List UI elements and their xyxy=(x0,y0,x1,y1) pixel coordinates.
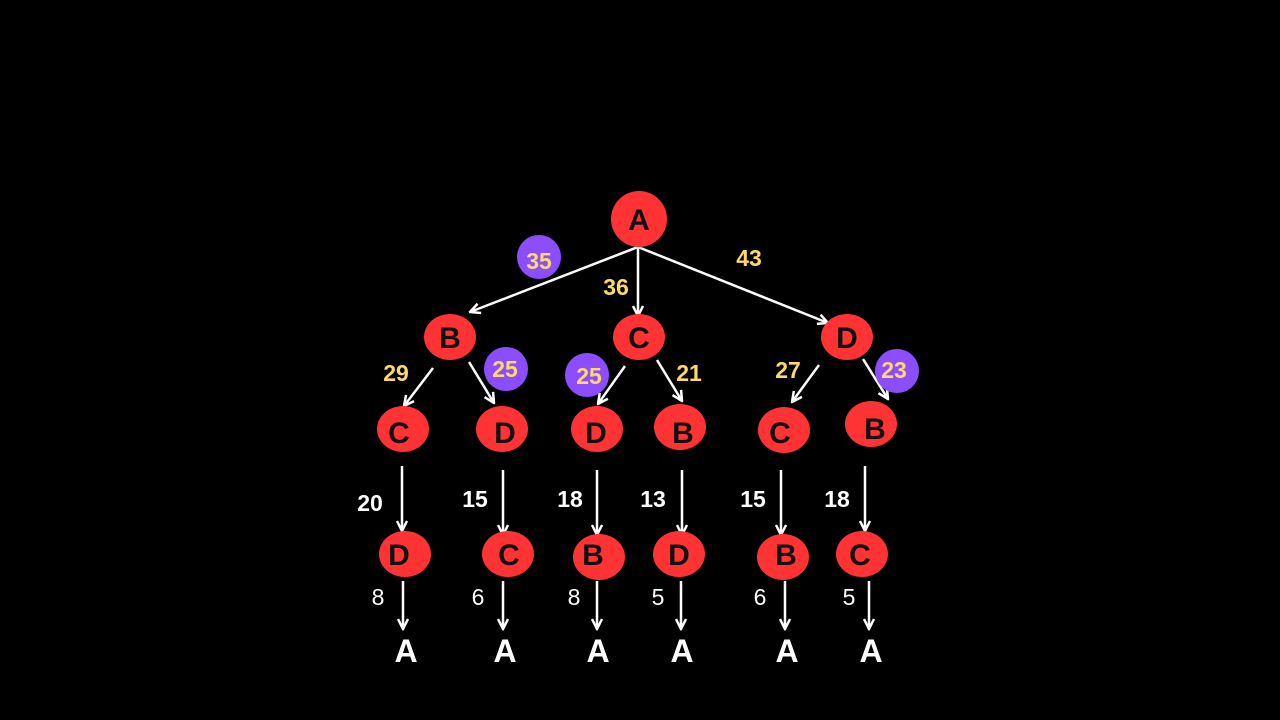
edge-weight-leaf-6: 5 xyxy=(843,584,856,610)
leaf-node-3: A xyxy=(586,633,609,669)
edge-weight-b-c: 29 xyxy=(383,360,409,386)
node-level2-5: C xyxy=(758,407,810,453)
badge-2: 25 xyxy=(484,347,528,391)
node-level2-4: B xyxy=(654,404,706,450)
node-level3-4-label: D xyxy=(668,539,690,572)
node-level3-1-label: D xyxy=(388,539,410,572)
node-level2-2-label: D xyxy=(494,417,516,450)
edge-weight-leaf-3: 8 xyxy=(568,584,581,610)
node-level2-1: C xyxy=(377,406,429,452)
edge-weight-leaf-1: 8 xyxy=(372,584,385,610)
node-level2-1-label: C xyxy=(388,417,410,450)
edge-weight-l3-4: 13 xyxy=(640,486,666,512)
node-level3-5-label: B xyxy=(775,539,797,572)
leaf-node-6: A xyxy=(859,633,882,669)
edge-weight-leaf-4: 5 xyxy=(652,584,665,610)
node-level2-5-label: C xyxy=(769,417,791,450)
node-level3-3-label: B xyxy=(582,539,604,572)
edge-b-d xyxy=(467,361,494,403)
node-level2-3: D xyxy=(571,406,623,452)
node-level2-2: D xyxy=(476,406,528,452)
node-level1-1-label: B xyxy=(439,322,461,355)
badge-4: 23 xyxy=(875,349,919,393)
badges: 35 25 25 23 xyxy=(484,235,919,397)
node-level3-2: C xyxy=(482,531,534,577)
node-level3-4: D xyxy=(653,531,705,577)
edge-weights: 36 43 29 21 27 20 15 18 13 15 18 8 6 8 5… xyxy=(357,245,855,610)
node-level1-2: C xyxy=(613,314,665,360)
badge-1-label: 35 xyxy=(526,248,552,274)
edge-weight-l3-1: 20 xyxy=(357,490,383,516)
node-level2-3-label: D xyxy=(585,417,607,450)
badge-3: 25 xyxy=(565,353,609,397)
leaf-node-2: A xyxy=(493,633,516,669)
node-level3-1: D xyxy=(379,531,431,577)
edge-weight-l3-2: 15 xyxy=(462,486,488,512)
edge-weight-leaf-2: 6 xyxy=(472,584,485,610)
badge-4-label: 23 xyxy=(881,357,907,383)
edge-weight-c-b: 21 xyxy=(676,360,702,386)
leaf-node-5: A xyxy=(775,633,798,669)
edges xyxy=(402,245,888,629)
edge-weight-l3-6: 18 xyxy=(824,486,850,512)
edge-weight-d-c: 27 xyxy=(775,357,801,383)
node-level3-6: C xyxy=(836,531,888,577)
node-root: A xyxy=(611,191,667,247)
leaf-node-1: A xyxy=(394,633,417,669)
node-level2-4-label: B xyxy=(672,417,694,450)
node-level1-3-label: D xyxy=(836,322,858,355)
edge-b-c xyxy=(404,367,434,406)
edge-d-c xyxy=(792,364,821,402)
edge-c-b xyxy=(655,359,682,401)
node-level3-6-label: C xyxy=(849,539,871,572)
node-level1-1: B xyxy=(424,314,476,360)
node-level2-6-label: B xyxy=(864,413,886,446)
edge-weight-leaf-5: 6 xyxy=(754,584,767,610)
edge-weight-l3-5: 15 xyxy=(740,486,766,512)
node-level3-3: B xyxy=(573,534,625,580)
node-level1-3: D xyxy=(821,314,873,360)
edge-a-d xyxy=(637,245,828,323)
badge-3-label: 25 xyxy=(576,363,602,389)
node-root-label: A xyxy=(628,204,650,237)
node-level3-5: B xyxy=(757,534,809,580)
edge-d-b xyxy=(861,358,888,399)
edge-weight-l3-3: 18 xyxy=(557,486,583,512)
edge-a-b xyxy=(470,245,639,312)
edge-weight-a-c: 36 xyxy=(603,274,629,300)
node-level2-6: B xyxy=(845,401,897,447)
badge-2-label: 25 xyxy=(492,356,518,382)
edge-weight-a-d: 43 xyxy=(736,245,762,271)
edge-c-d xyxy=(598,365,627,404)
node-level1-2-label: C xyxy=(628,322,650,355)
nodes: A B C D C D D B xyxy=(377,191,897,669)
badge-1: 35 xyxy=(517,235,561,279)
leaf-node-4: A xyxy=(670,633,693,669)
node-level3-2-label: C xyxy=(498,539,520,572)
